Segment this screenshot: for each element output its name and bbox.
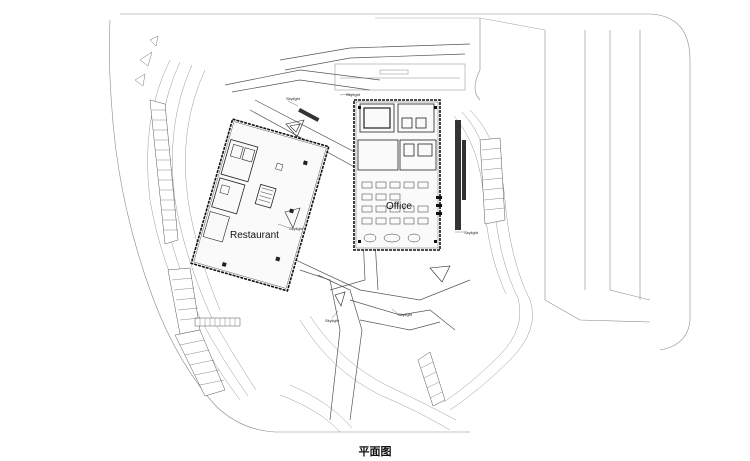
site-boundary [120, 13, 691, 351]
skylight-label-6: Skylight [325, 318, 340, 323]
skylight-label-2: Skylight [346, 92, 361, 97]
plan-caption: 平面图 [358, 445, 392, 458]
skylight-label-3: Skylight [289, 226, 304, 231]
office-block [353, 99, 441, 251]
skylight-label-5: Skylight [398, 312, 413, 317]
skylight-label-4: Skylight [464, 230, 479, 235]
office-label: Office [386, 201, 412, 212]
skylight-label-1: Skylight [286, 96, 301, 101]
restaurant-label: Restaurant [230, 230, 279, 241]
